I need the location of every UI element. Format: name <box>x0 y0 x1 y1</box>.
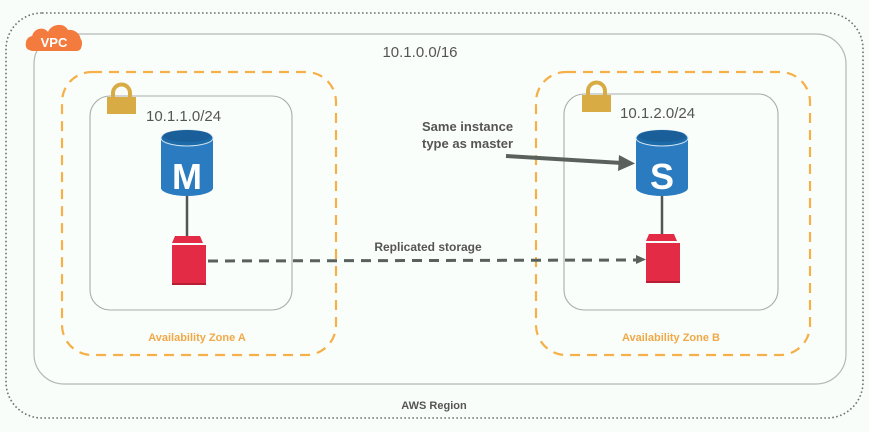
aws-region-boundary <box>5 12 864 419</box>
standby-storage-volume-icon <box>646 234 680 283</box>
subnet-a-boundary <box>89 95 293 311</box>
availability-zone-a-boundary <box>60 70 338 357</box>
instance-note-line1: Same instance <box>422 119 513 134</box>
master-database-icon <box>160 129 214 196</box>
master-db-letter: M <box>172 156 202 197</box>
replication-arrowhead-icon <box>636 255 646 264</box>
aws-region-label: AWS Region <box>401 400 467 412</box>
subnet-b-boundary <box>563 93 779 311</box>
master-storage-volume-icon <box>172 236 206 285</box>
lock-icon <box>107 82 136 114</box>
subnet-b-cidr: 10.1.2.0/24 <box>620 105 695 122</box>
replication-label: Replicated storage <box>374 240 482 254</box>
replication-arrow <box>207 258 639 263</box>
lock-icon <box>582 80 611 112</box>
vpc-badge-label: VPC <box>41 35 68 50</box>
vpc-cidr: 10.1.0.0/16 <box>382 44 457 61</box>
instance-note-arrow <box>505 154 623 165</box>
availability-zone-a-label: Availability Zone A <box>148 332 246 344</box>
vpc-cloud-icon <box>25 24 82 51</box>
subnet-a-cidr: 10.1.1.0/24 <box>146 108 221 125</box>
vpc-boundary <box>33 33 847 385</box>
standby-database-icon <box>635 129 689 196</box>
availability-zone-b-label: Availability Zone B <box>622 332 720 344</box>
instance-note-line2: type as master <box>422 136 513 151</box>
standby-db-letter: S <box>650 156 674 197</box>
availability-zone-b-boundary <box>534 70 812 357</box>
instance-note-arrowhead-icon <box>618 155 635 171</box>
